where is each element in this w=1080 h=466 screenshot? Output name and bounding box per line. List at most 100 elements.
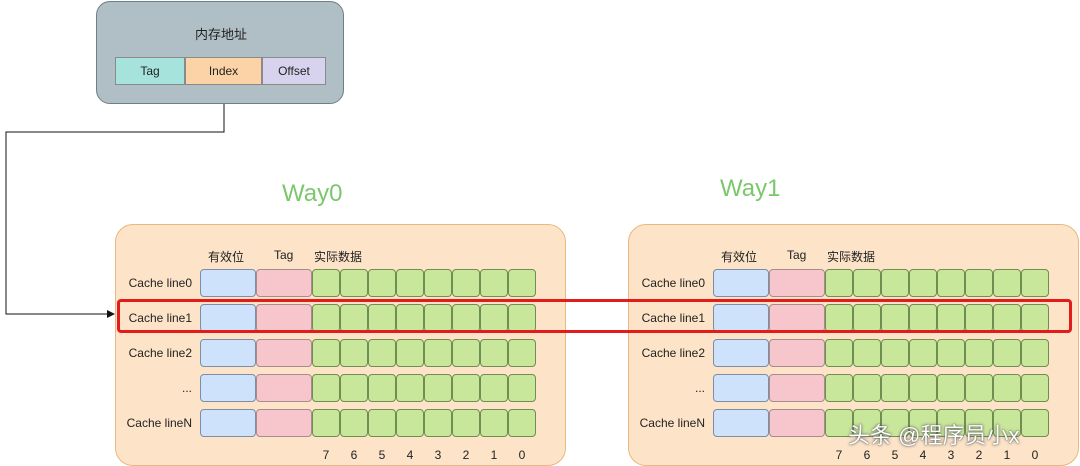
way0-data-cell: [368, 304, 396, 332]
memory-address-title: 内存地址: [194, 27, 247, 42]
way0-data-cell: [480, 374, 508, 402]
way1-data-cell: [853, 269, 881, 297]
memory-address-box: 内存地址 Tag Index Offset: [96, 1, 344, 104]
way0-data-cell: [396, 339, 424, 367]
way0-data-cell: [312, 269, 340, 297]
way1-valid-cell: [713, 269, 769, 297]
way1-data-cell: [881, 304, 909, 332]
way1-data-cell: [993, 374, 1021, 402]
way1-data-cell: [909, 374, 937, 402]
way0-header-data: 实际数据: [314, 250, 363, 264]
address-field-index-label: Index: [208, 64, 239, 78]
way0-data-cell: [508, 409, 536, 437]
way0-data-cell: [452, 374, 480, 402]
way1-valid-cell: [713, 339, 769, 367]
way0-valid-cell: [200, 374, 256, 402]
way1-data-cell: [965, 374, 993, 402]
way1-data-cell: [909, 269, 937, 297]
way1-row-label: ...: [694, 381, 705, 395]
way1-data-cell: [825, 304, 853, 332]
way0-valid-cell: [200, 339, 256, 367]
way0-bit-number: 7: [322, 448, 330, 462]
way0-bit-number: 5: [378, 448, 386, 462]
way1-bit-number: 3: [947, 448, 955, 462]
way1-data-cell: [965, 269, 993, 297]
way1-data-cell: [965, 304, 993, 332]
way1-data-cell: [853, 374, 881, 402]
way1-bit-number: 1: [1003, 448, 1011, 462]
way1-data-cell: [909, 339, 937, 367]
way0-data-cell: [480, 304, 508, 332]
way0-bit-number: 0: [518, 448, 526, 462]
way0-data-cell: [312, 374, 340, 402]
way1-bit-number: 0: [1031, 448, 1039, 462]
way1-header-data: 实际数据: [827, 250, 876, 264]
way0-data-cell: [396, 409, 424, 437]
way0-header-valid: 有效位: [208, 250, 245, 264]
way0-row-label: Cache line0: [128, 276, 192, 290]
way0-data-cell: [480, 269, 508, 297]
way1-row-label: Cache lineN: [639, 416, 705, 430]
way0-data-cell: [396, 269, 424, 297]
way1-data-cell: [881, 374, 909, 402]
way1-bit-number: 2: [975, 448, 983, 462]
way0-tag-cell: [256, 269, 312, 297]
way1-valid-cell: [713, 374, 769, 402]
address-field-tag-label: Tag: [140, 64, 160, 78]
way1-tag-cell: [769, 304, 825, 332]
way1-data-cell: [993, 339, 1021, 367]
way1-data-cell: [853, 409, 881, 437]
way0-data-cell: [452, 269, 480, 297]
way1-header-tag: Tag: [787, 248, 807, 262]
way0-data-cell: [452, 339, 480, 367]
way0-valid-cell: [200, 409, 256, 437]
way1-row-label: Cache line2: [641, 346, 705, 360]
way0-data-cell: [312, 409, 340, 437]
way0-data-cell: [508, 269, 536, 297]
way1-bit-number: 4: [919, 448, 927, 462]
way1-data-cell: [937, 269, 965, 297]
watermark: 头条 @程序员小x: [848, 423, 1020, 448]
way0-data-cell: [312, 304, 340, 332]
address-field-tag: Tag: [115, 57, 185, 85]
way0-header-tag: Tag: [274, 248, 294, 262]
way1-row-label: Cache line1: [641, 311, 705, 325]
way1-data-cell: [1021, 374, 1049, 402]
way1-tag-cell: [769, 339, 825, 367]
address-field-offset: Offset: [262, 57, 326, 85]
way1-data-cell: [853, 304, 881, 332]
way0-data-cell: [368, 269, 396, 297]
way0-data-cell: [424, 304, 452, 332]
way0-bit-number: 1: [490, 448, 498, 462]
way0-bit-number: 4: [406, 448, 414, 462]
way1-data-cell: [909, 409, 937, 437]
way1-data-cell: [965, 339, 993, 367]
way0-tag-cell: [256, 304, 312, 332]
way1-valid-cell: [713, 409, 769, 437]
way1-header-valid: 有效位: [721, 250, 758, 264]
way0-row-label: Cache lineN: [126, 416, 192, 430]
way1-data-cell: [1021, 269, 1049, 297]
way0-data-cell: [340, 374, 368, 402]
way0-data-cell: [424, 374, 452, 402]
way1-title: Way1: [720, 175, 781, 202]
way1-data-cell: [881, 339, 909, 367]
address-field-index: Index: [185, 57, 262, 85]
way0-data-cell: [424, 409, 452, 437]
way1-data-cell: [1021, 339, 1049, 367]
way0-data-cell: [452, 409, 480, 437]
way0-valid-cell: [200, 304, 256, 332]
way0-data-cell: [396, 374, 424, 402]
way0-valid-cell: [200, 269, 256, 297]
way0-data-cell: [312, 339, 340, 367]
way0-row-label: Cache line1: [128, 311, 192, 325]
way0-tag-cell: [256, 409, 312, 437]
way0-bit-number: 3: [434, 448, 442, 462]
way1-data-cell: [937, 374, 965, 402]
way0-data-cell: [340, 269, 368, 297]
way1-data-cell: [853, 339, 881, 367]
cache-line1-highlight: [117, 299, 1072, 333]
way0-data-cell: [340, 409, 368, 437]
way1-tag-cell: [769, 374, 825, 402]
